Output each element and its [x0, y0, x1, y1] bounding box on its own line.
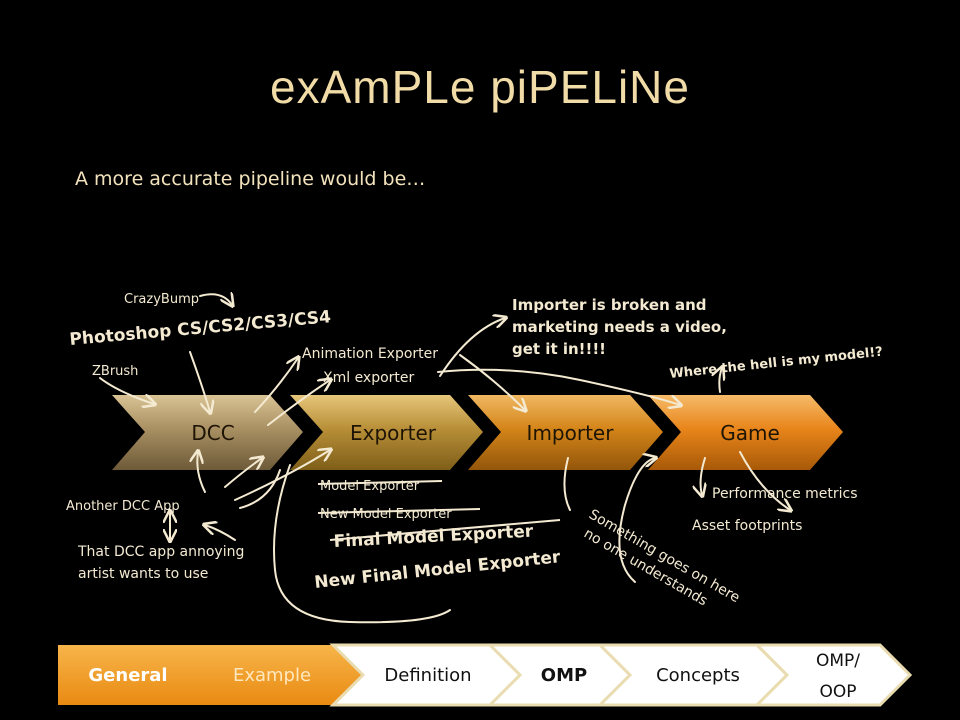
section-nav: General Example Definition OMP Concepts … [58, 643, 913, 707]
annotation-zbrush: ZBrush [92, 364, 138, 379]
nav-item-general-label: General [88, 665, 167, 686]
nav-item-concepts[interactable]: Concepts [596, 643, 790, 707]
annotation-where-model: Where the hell is my model!? [669, 345, 884, 382]
stage-exporter: Exporter [290, 395, 483, 470]
nav-item-omp-oop-label-1: OMP/ [816, 651, 860, 671]
annotation-performance: Performance metrics [712, 486, 858, 502]
stage-game: Game [648, 395, 843, 470]
nav-item-concepts-label: Concepts [656, 665, 740, 686]
slide-title: exAmPLe piPELiNe [270, 61, 690, 113]
annotation-crazybump: CrazyBump [124, 292, 199, 307]
stage-importer: Importer [468, 395, 663, 470]
nav-item-general[interactable]: General [58, 645, 222, 705]
annotation-that-dcc-1: That DCC app annoying [77, 544, 244, 560]
nav-item-omp-oop-label-2: OOP [819, 682, 856, 702]
annotation-arrows [99, 294, 790, 624]
annotation-importer-broken-2: marketing needs a video, [512, 318, 727, 336]
annotation-final-model-exporter: Final Model Exporter [333, 522, 534, 552]
nav-item-definition-label: Definition [384, 665, 471, 686]
stage-dcc: DCC [112, 395, 303, 470]
annotation-model-exporter: Model Exporter [320, 479, 420, 494]
annotation-animation-exporter: Animation Exporter [302, 346, 438, 362]
stage-dcc-label: DCC [191, 421, 234, 445]
stage-game-label: Game [720, 421, 780, 445]
slide-subtitle: A more accurate pipeline would be… [75, 168, 426, 190]
annotation-that-dcc-2: artist wants to use [78, 566, 208, 582]
nav-item-definition[interactable]: Definition [329, 643, 525, 707]
annotation-xml-exporter: Xml exporter [323, 370, 415, 386]
strike-lines [317, 480, 561, 541]
nav-item-omp-oop[interactable]: OMP/ OOP [753, 643, 913, 707]
stage-importer-label: Importer [527, 421, 615, 445]
stage-exporter-label: Exporter [350, 421, 437, 445]
annotation-importer-broken-3: get it in!!!! [512, 340, 606, 358]
annotation-another-dcc: Another DCC App [66, 499, 180, 514]
annotation-new-model-exporter: New Model Exporter [320, 507, 452, 522]
nav-item-omp-label: OMP [541, 665, 587, 686]
annotation-photoshop: Photoshop CS/CS2/CS3/CS4 [69, 307, 332, 350]
annotation-importer-broken-1: Importer is broken and [512, 296, 707, 314]
annotation-new-final-model-exporter: New Final Model Exporter [313, 547, 561, 593]
annotation-asset: Asset footprints [692, 518, 802, 534]
nav-item-example-label: Example [233, 665, 311, 686]
nav-item-example[interactable]: Example [188, 645, 368, 705]
